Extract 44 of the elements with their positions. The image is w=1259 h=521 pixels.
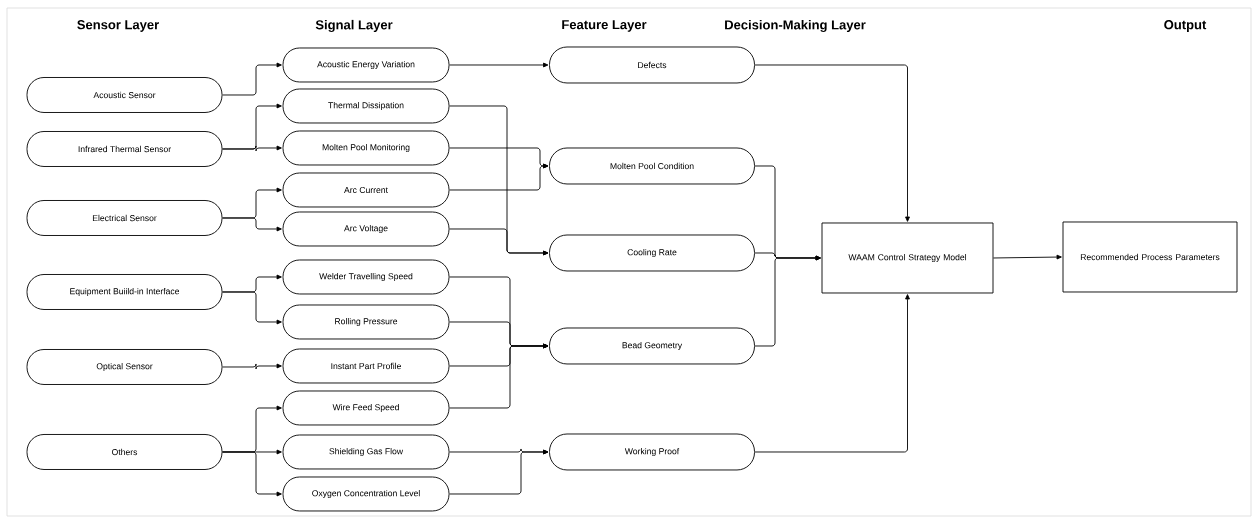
arrow (449, 449, 549, 495)
rounded-box: Infrared Thermal Sensor (26, 131, 223, 167)
rounded-box: Bead Geometry (549, 327, 755, 365)
layer-heading: Decision-Making Layer (725, 19, 866, 33)
rounded-box: Optical Sensor (26, 349, 223, 385)
rounded-box: Electrical Sensor (26, 200, 223, 236)
rounded-box: Cooling Rate (549, 234, 755, 272)
arrow (754, 255, 821, 347)
rounded-box: Oxygen Concentration Level (282, 476, 450, 512)
rounded-box: Molten Pool Condition (549, 147, 755, 185)
rounded-box: Molten Pool Monitoring (282, 130, 450, 166)
process-box: Recommended Process Parameters (1062, 221, 1238, 293)
rounded-box: Instant Part Profile (282, 348, 450, 384)
arrow (222, 291, 282, 325)
rounded-box: Wire Feed Speed (282, 390, 450, 426)
arrow (754, 294, 910, 453)
rounded-box: Thermal Dissipation (282, 88, 450, 124)
layer-heading: Sensor Layer (77, 20, 159, 32)
rounded-box: Acoustic Sensor (26, 77, 223, 113)
arrow (222, 145, 282, 152)
arrow (449, 62, 549, 68)
rounded-box: Equipment Buiild-in Interface (26, 274, 223, 310)
arrow (449, 228, 549, 256)
rounded-box: Arc Voltage (282, 211, 450, 247)
rounded-box: Arc Current (282, 172, 450, 208)
process-box: WAAM Control Strategy Model (821, 222, 994, 294)
arrow (222, 217, 282, 232)
rounded-box: Working Proof (549, 433, 755, 471)
arrow (993, 254, 1062, 260)
rounded-box: Shielding Gas Flow (282, 434, 450, 470)
layer-heading: Output (1164, 20, 1207, 32)
rounded-box: Defects (549, 46, 755, 84)
layer-heading: Signal Layer (315, 19, 393, 33)
arrow (449, 163, 549, 191)
arrow (222, 451, 282, 497)
rounded-box: Rolling Pressure (282, 304, 450, 340)
rounded-box: Welder Travelling Speed (282, 259, 450, 295)
rounded-box: Others (26, 434, 223, 470)
arrow (222, 62, 282, 96)
arrow (222, 363, 282, 370)
rounded-box: Acoustic Energy Variation (282, 47, 450, 83)
arrow (449, 343, 549, 409)
arrow (754, 64, 910, 222)
layer-heading: Feature Layer (562, 20, 647, 32)
